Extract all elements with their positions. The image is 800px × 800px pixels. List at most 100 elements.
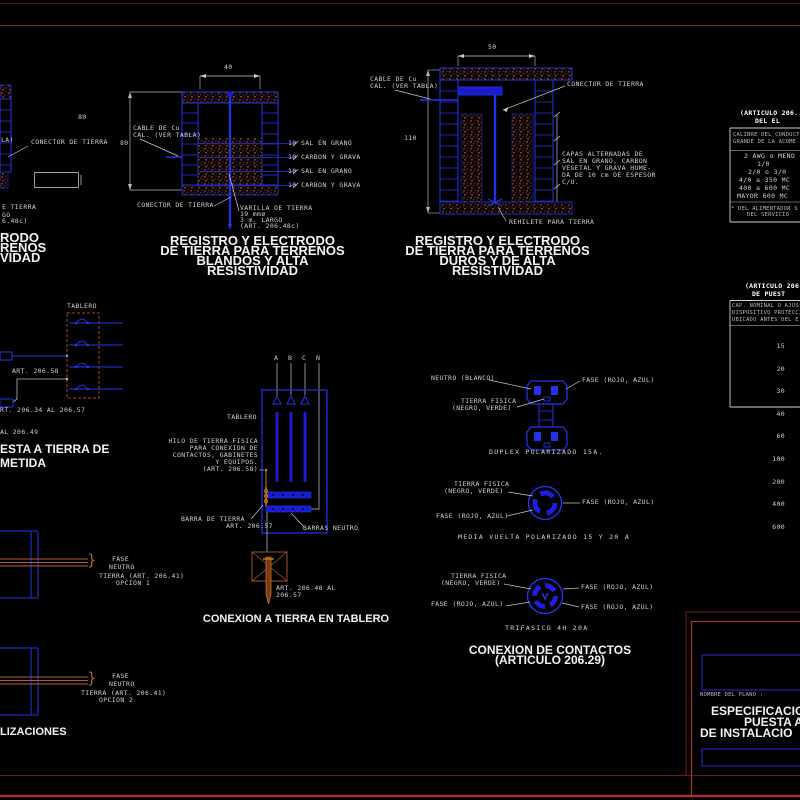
registro-duros-linework xyxy=(394,54,573,222)
lp-cable-fragment: LA) xyxy=(1,136,14,144)
plano-title-fragment: DE INSTALACIO xyxy=(700,726,793,740)
title-block-frame xyxy=(685,611,800,796)
hilo-label: PARA CONEXION DE xyxy=(189,444,258,452)
capas-label: DA DE 10 cm DE ESPESOR xyxy=(562,171,656,179)
layer-label: CARBON Y GRAVA xyxy=(301,153,361,161)
blandos-title: RESISTIVIDAD xyxy=(206,263,298,278)
table-row: 4/0 a 350 MC xyxy=(739,176,791,184)
tabla-puesta-colheader: DISPOSITIVO PROTECCIO xyxy=(732,310,800,316)
duros-dim-left: 110 xyxy=(404,134,417,142)
tabla-puesta-colheader: UBICADO ANTES DEL E xyxy=(732,317,799,323)
tabla-electrodo-footnote: * DEL ALIMENTADOR S xyxy=(731,206,798,212)
hilo-label: HILO DE TIERRA FISICA xyxy=(168,437,258,445)
left-partial-registro xyxy=(0,84,82,189)
canal-fase-label: FASE xyxy=(112,555,130,563)
tf-fase-label: FASE (ROJO, AZUL) xyxy=(431,600,504,608)
canal-tierra-label: TIERRA (ART. 206.41) xyxy=(81,689,167,697)
tabla-puesta-borders xyxy=(729,300,800,408)
duplex-caption: DUPLEX POLARIZADO 15A. xyxy=(489,448,604,456)
duros-title: DUROS Y DE ALTA xyxy=(439,253,556,268)
table-row: 30 xyxy=(776,387,785,396)
lp-conector-label: CONECTOR DE TIERRA xyxy=(31,138,108,146)
canalizaciones-linework xyxy=(0,530,88,716)
duros-title: RESISTIVIDAD xyxy=(451,263,543,278)
varilla-label: 19 mmø xyxy=(240,210,266,218)
varilla-label: 3 m. LARGO xyxy=(240,216,283,224)
lp-varilla-fragment: E TIERRA xyxy=(2,203,37,211)
duplex-symbol xyxy=(488,379,581,451)
tabla-electrodo-footnote: DEL SERVICIO xyxy=(747,212,790,218)
lp-dim-label: 80 xyxy=(78,113,87,121)
sheet-border xyxy=(0,3,800,798)
hilo-label: (ART. 206.58) xyxy=(202,465,258,473)
capas-label: C/U. xyxy=(562,178,580,186)
layer-dim: 10 xyxy=(288,167,297,175)
blandos-title: BLANDOS Y ALTA xyxy=(196,253,309,268)
varilla-label: (ART. 206.48c) xyxy=(240,222,300,230)
lp-title-fragment: VIDAD xyxy=(0,250,41,265)
duplex-neutro-label: NEUTRO (BLANCO) xyxy=(431,374,495,382)
duros-conector-label: CONECTOR DE TIERRA xyxy=(567,80,644,88)
tabla-electrodo-colheader: CALIBRE DEL CONDUCT xyxy=(733,132,800,138)
canal-fase-label: FASE xyxy=(112,672,130,680)
media-vuelta-symbol xyxy=(506,485,580,521)
tablero-tierra-title: CONEXION A TIERRA EN TABLERO xyxy=(202,613,390,625)
nombre-plano-label: NOMBRE DEL PLANO : xyxy=(700,692,764,698)
plano-title-fragment: ESPECIFICACIO xyxy=(711,704,800,718)
capas-label: CAPAS ALTERNADAS DE xyxy=(562,150,644,158)
table-row: 600 xyxy=(772,522,785,531)
duplex-fase-label: FASE (ROJO, AZUL) xyxy=(582,376,655,384)
table-row: 400 a 600 MC xyxy=(739,184,791,192)
tabla-electrodo-header: (ARTICULO 206. xyxy=(740,109,799,117)
mv-fase-label: FASE (ROJO, AZUL) xyxy=(582,498,655,506)
canal-opcion-label: OPCION 2 xyxy=(99,696,134,704)
duros-cable-label: CAL. (VER TABLA) xyxy=(370,82,439,90)
blandos-dim-top: 40 xyxy=(224,63,233,71)
tabla-puesta-values: 15 20 30 40 60 100 200 400 600 xyxy=(729,328,785,538)
barra-tierra-label: BARRA DE TIERRA xyxy=(181,515,245,523)
duros-cable-label: CABLE DE Cu xyxy=(370,75,417,83)
acometida-art58-label: ART. 206.58 xyxy=(12,367,59,375)
hilo-label: Y EQUIPOS. xyxy=(215,458,258,466)
capas-label: SAL EN GRANO, CARBON xyxy=(562,157,648,165)
plano-title-fragment: PUESTA A xyxy=(744,715,800,729)
hilo-label: CONTACTOS, GABINETES xyxy=(172,451,258,459)
blandos-conector-label: CONECTOR DE TIERRA xyxy=(137,201,214,209)
phase-letter: B xyxy=(288,354,293,362)
table-row: 200 xyxy=(772,477,785,486)
capas-label: VEGETAL Y GRAVA HUME- xyxy=(562,164,652,172)
brace-icon: } xyxy=(87,551,97,569)
blandos-cable-label: CAL. (VER TABLA) xyxy=(133,131,202,139)
duros-title: DE TIERRA PARA TERRENOS xyxy=(405,243,590,258)
canal-neutro-label: NEUTRO xyxy=(109,563,135,571)
layer-label: SAL EN GRANO xyxy=(301,167,353,175)
phase-letter: A xyxy=(274,354,279,362)
acometida-title-fragment: ESTA A TIERRA DE xyxy=(0,442,110,456)
canalizaciones-title-fragment: LIZACIONES xyxy=(0,726,67,738)
tablero-tierra-linework xyxy=(250,363,328,605)
duplex-tierra-label: (NEGRO, VERDE) xyxy=(452,404,512,412)
tf-fase-label: FASE (ROJO, AZUL) xyxy=(581,603,654,611)
lp-varilla-fragment: 6.48c) xyxy=(2,217,28,225)
varilla-label: VARILLA DE TIERRA xyxy=(240,204,313,212)
layer-label: CARBON Y GRAVA xyxy=(301,181,361,189)
tf-caption: TRIFASICO 4H 20A xyxy=(505,624,589,632)
lp-title-fragment: RENOS xyxy=(0,240,47,255)
acometida-tablero-label: TABLERO xyxy=(67,302,97,310)
blandos-title: DE TIERRA PARA TERRENOS xyxy=(160,243,345,258)
tf-fase-label: FASE (ROJO, AZUL) xyxy=(581,583,654,591)
lp-varilla-fragment: GO xyxy=(2,211,11,219)
table-row: 15 xyxy=(776,342,785,350)
tf-tierra-label: TIERRA FISICA xyxy=(451,572,507,580)
tabla-electrodo-borders xyxy=(729,127,800,223)
tabla-electrodo-header: DEL EL xyxy=(755,117,780,125)
trifasico-symbol xyxy=(503,577,580,615)
table-row: 20 xyxy=(776,364,785,373)
mv-tierra-label: TIERRA FISICA xyxy=(454,480,510,488)
tablero-label: TABLERO xyxy=(227,413,257,421)
table-row: MAYOR 600 MC xyxy=(737,192,789,200)
tabla-puesta-header: DE PUEST xyxy=(752,290,786,298)
mv-caption: MEDIA VUELTA POLARIZADO 15 Y 20 A xyxy=(458,533,631,541)
contactos-title: (ARTICULO 206.29) xyxy=(494,653,606,667)
